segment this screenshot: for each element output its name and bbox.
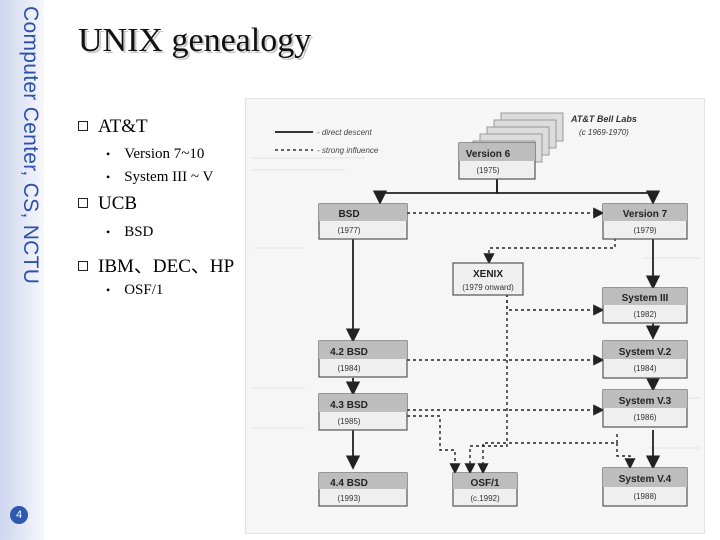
node-xenix-year: (1979 onward) — [462, 283, 514, 292]
unix-genealogy-diagram: - direct descent - strong influence AT&T… — [245, 98, 705, 534]
node-bsd42-name: 4.2 BSD — [330, 347, 368, 358]
sidebar-title: Computer Center, CS, NCTU — [19, 6, 42, 285]
bullet-text: UCB — [98, 193, 138, 214]
node-osf1-name: OSF/1 — [471, 478, 500, 489]
node-systemv2-header — [603, 341, 687, 359]
node-bsd-name: BSD — [338, 209, 359, 220]
dot-bullet-icon: • — [106, 170, 111, 184]
bullet-text: AT&T — [98, 116, 148, 137]
node-osf1-year: (c.1992) — [470, 494, 500, 503]
sub-bullet-item: • OSF/1 — [106, 282, 163, 299]
node-system3-header — [603, 288, 687, 305]
edge-sv3-osf — [477, 434, 618, 475]
bullet-text: IBM、DEC、HP — [98, 256, 235, 277]
node-bsd43-name: 4.3 BSD — [330, 400, 368, 411]
node-systemv4-header — [603, 468, 687, 487]
diagram-legend: - direct descent - strong influence — [275, 128, 379, 155]
dot-bullet-icon: • — [106, 283, 111, 297]
page-number: 4 — [10, 506, 28, 524]
node-bsd-year: (1977) — [337, 226, 360, 235]
node-system3-name: System III — [622, 293, 669, 304]
edge-xenix-osf — [464, 294, 508, 475]
node-bsd42-year: (1984) — [337, 364, 360, 373]
node-systemv2-year: (1984) — [633, 364, 656, 373]
node-xenix-name: XENIX — [473, 269, 503, 280]
sidebar: Computer Center, CS, NCTU 4 — [0, 0, 44, 540]
node-bsd-header — [319, 204, 407, 221]
sub-bullet-text: OSF/1 — [124, 282, 164, 298]
slide-title: UNIX genealogy — [78, 22, 312, 59]
node-version7-name: Version 7 — [623, 209, 668, 220]
node-osf1-header — [453, 473, 517, 489]
att-bell-labs-label: AT&T Bell Labs — [570, 114, 637, 124]
legend-direct-label: - direct descent — [317, 128, 372, 137]
edge-sv3-sv4-dashed — [616, 443, 636, 470]
bullet-item: IBM、DEC、HP — [78, 251, 234, 278]
node-bsd43-year: (1985) — [337, 417, 360, 426]
node-systemv3-header — [603, 390, 687, 408]
sub-bullet-item: • BSD — [106, 224, 153, 241]
sub-bullet-text: System III ~ V — [124, 169, 214, 185]
sub-bullet-item: • System III ~ V — [106, 169, 213, 186]
node-bsd44-name: 4.4 BSD — [330, 478, 368, 489]
att-bell-labs-years: (c 1969-1970) — [579, 128, 629, 137]
node-bsd42-header — [319, 341, 407, 359]
node-systemv3-name: System V.3 — [619, 396, 672, 407]
edge-v6-v7 — [496, 177, 661, 205]
node-version6-name: Version 6 — [466, 149, 511, 160]
sub-bullet-text: BSD — [124, 224, 154, 240]
sub-bullet-text: Version 7~10 — [124, 146, 205, 162]
dot-bullet-icon: • — [106, 147, 111, 161]
edge-43-osf — [407, 415, 461, 475]
bullet-item: UCB — [78, 193, 137, 215]
legend-strong-label: - strong influence — [317, 146, 379, 155]
node-version7-year: (1979) — [633, 226, 656, 235]
node-version6-header — [459, 143, 535, 161]
node-systemv4-year: (1988) — [633, 492, 656, 501]
bullet-item: AT&T — [78, 116, 148, 138]
node-bsd43-header — [319, 394, 407, 412]
node-version7-header — [603, 204, 687, 221]
node-version6-year: (1975) — [476, 166, 499, 175]
node-system3-year: (1982) — [633, 310, 656, 319]
checkbox-bullet-icon — [78, 121, 88, 131]
checkbox-bullet-icon — [78, 198, 88, 208]
diagram-canvas: - direct descent - strong influence AT&T… — [245, 98, 705, 534]
node-systemv3-year: (1986) — [633, 413, 656, 422]
edge-xenix-sys3 — [506, 294, 605, 316]
checkbox-bullet-icon — [78, 261, 88, 271]
node-systemv4-name: System V.4 — [619, 474, 672, 485]
edge-v7-xenix — [483, 238, 616, 265]
node-bsd44-year: (1993) — [337, 494, 360, 503]
sub-bullet-item: • Version 7~10 — [106, 146, 204, 163]
node-systemv2-name: System V.2 — [619, 347, 672, 358]
dot-bullet-icon: • — [106, 225, 111, 239]
node-bsd44-header — [319, 473, 407, 489]
